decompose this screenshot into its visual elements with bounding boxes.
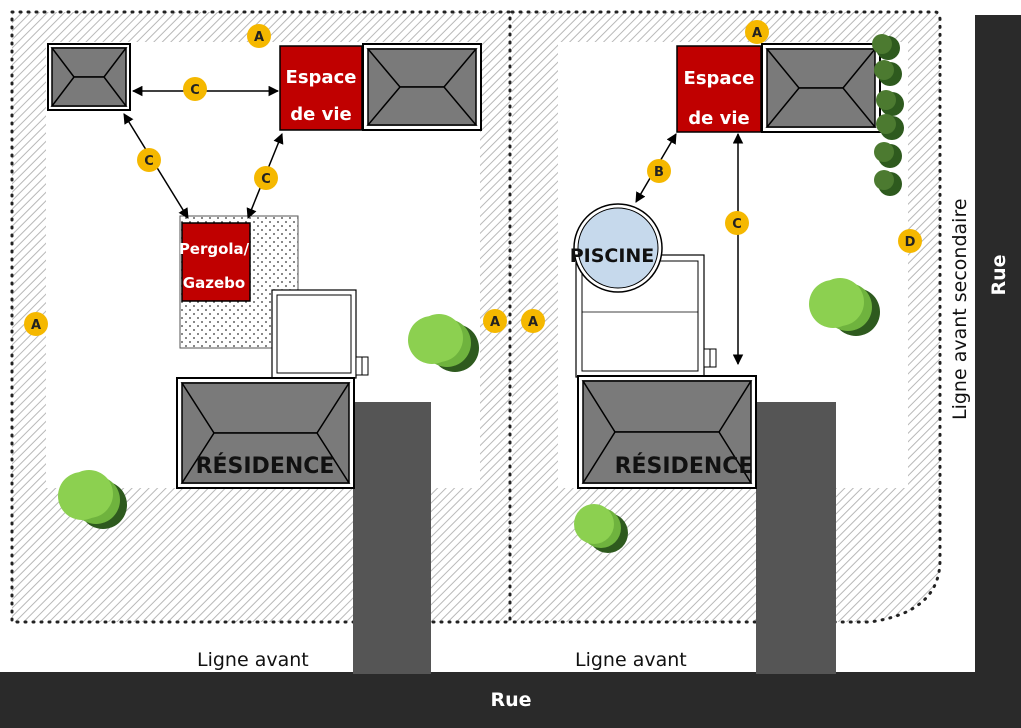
svg-text:A: A xyxy=(31,318,41,333)
street-bottom xyxy=(0,672,1021,728)
lot-left-boundary xyxy=(10,10,512,624)
hedge-right xyxy=(872,34,904,196)
svg-text:A: A xyxy=(490,315,500,330)
badge-a-top-right: A xyxy=(745,20,769,44)
swimming-pool: PISCINE xyxy=(570,203,663,293)
street-bottom-label: Rue xyxy=(490,689,531,711)
badge-c-right: C xyxy=(725,211,749,235)
svg-text:A: A xyxy=(528,315,538,330)
tree-right-upper xyxy=(809,278,880,336)
street-right-label: Rue xyxy=(988,254,1010,295)
svg-text:de vie: de vie xyxy=(290,104,351,125)
svg-text:C: C xyxy=(144,154,154,169)
driveway-left xyxy=(353,402,431,674)
svg-text:RÉSIDENCE: RÉSIDENCE xyxy=(196,453,335,479)
front-line-label-left: Ligne avant xyxy=(197,649,309,671)
lot-left-setback xyxy=(12,12,510,622)
badge-c-shed-pergola: C xyxy=(137,148,161,172)
svg-text:A: A xyxy=(254,30,264,45)
svg-text:Espace: Espace xyxy=(286,67,357,88)
living-space-right: Espace de vie xyxy=(676,45,762,133)
badge-a-middle-left: A xyxy=(483,309,507,333)
svg-text:de vie: de vie xyxy=(688,108,749,129)
driveway-right xyxy=(756,402,836,674)
badge-b-pool: B xyxy=(647,159,671,183)
svg-text:Espace: Espace xyxy=(684,68,755,89)
street-right xyxy=(975,15,1021,675)
svg-text:RÉSIDENCE: RÉSIDENCE xyxy=(615,453,754,479)
tree-left-right xyxy=(408,314,479,372)
garage-building-left xyxy=(362,43,482,131)
residence-left: RÉSIDENCE xyxy=(176,377,355,489)
secondary-line-label: Ligne avant secondaire xyxy=(949,198,971,420)
badge-a-left-side: A xyxy=(24,312,48,336)
tree-right-lower xyxy=(574,504,628,553)
lot-right-setback xyxy=(512,12,940,622)
svg-text:A: A xyxy=(752,26,762,41)
badge-a-top-left: A xyxy=(247,24,271,48)
svg-text:D: D xyxy=(905,235,916,250)
shed-building xyxy=(47,43,131,111)
svg-text:PISCINE: PISCINE xyxy=(570,245,655,267)
badge-c-shed-living: C xyxy=(183,77,207,101)
residence-right: RÉSIDENCE xyxy=(577,375,757,489)
svg-text:C: C xyxy=(261,172,271,187)
garage-building-right xyxy=(761,43,881,133)
deck-left xyxy=(271,289,369,379)
badge-c-living-pergola: C xyxy=(254,166,278,190)
svg-text:C: C xyxy=(732,217,742,232)
living-space-left: Espace de vie xyxy=(279,45,363,131)
lot-right-boundary xyxy=(510,10,942,624)
front-line-label-right: Ligne avant xyxy=(575,649,687,671)
badge-a-middle-right: A xyxy=(521,309,545,333)
tree-left-lower xyxy=(58,470,127,529)
badge-d-secondary: D xyxy=(898,229,922,253)
svg-text:Gazebo: Gazebo xyxy=(183,274,245,292)
svg-text:B: B xyxy=(654,165,664,180)
svg-text:Pergola/: Pergola/ xyxy=(179,240,250,258)
pergola-gazebo: Pergola/ Gazebo xyxy=(179,222,251,302)
svg-text:C: C xyxy=(190,83,200,98)
